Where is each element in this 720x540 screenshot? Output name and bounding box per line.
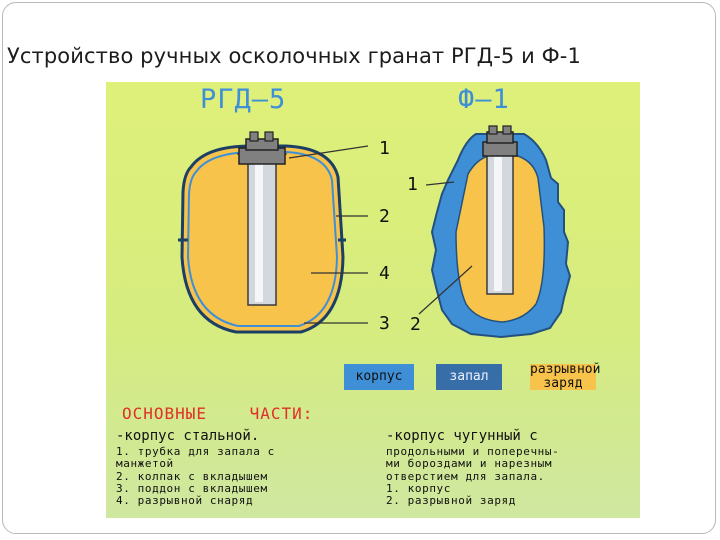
- f1-part-line: 1. корпус: [386, 481, 452, 495]
- parts-heading: ОСНОВНЫЕ ЧАСТИ:: [122, 404, 314, 423]
- legend-charge-line2: заряд: [543, 376, 583, 391]
- rgd5-header: РГД–5: [200, 84, 287, 115]
- rgd5-part-line: 4. разрывной снаряд: [116, 494, 254, 508]
- f1-part-line: 2. разрывной заряд: [386, 494, 517, 508]
- slide-title: Устройство ручных осколочных гранат РГД-…: [7, 44, 581, 68]
- f1-part-line: ми бороздами и нарезным: [386, 457, 553, 471]
- rgd5-label-4: 4: [379, 263, 390, 284]
- f1-fuse-head: [482, 141, 518, 157]
- rgd5-part-line: 1. трубка для запала с: [116, 445, 275, 458]
- f1-header: Ф–1: [458, 84, 510, 115]
- f1-part-line: продольными и поперечны-: [386, 445, 560, 458]
- rgd5-parts: -корпус стальной. 1. трубка для запала с…: [116, 428, 275, 507]
- f1-label-2: 2: [410, 314, 421, 335]
- f1-body-heading: -корпус чугунный с: [386, 428, 538, 444]
- rgd5-part-line: манжетой: [116, 457, 174, 471]
- rgd5-label-1: 1: [379, 138, 390, 159]
- f1-part-line: отверстием для запала.: [386, 469, 545, 483]
- legend-charge: разрывной заряд: [530, 362, 601, 391]
- legend-fuse: запал: [436, 364, 502, 390]
- rgd5-body-heading: -корпус стальной.: [116, 428, 260, 444]
- grenade-diagram: РГД–5 Ф–1 1 2 4 3 1 2 корпус запал разры…: [106, 82, 640, 407]
- f1-grenade: [418, 125, 572, 339]
- rgd5-label-3: 3: [379, 313, 390, 334]
- legend-body: корпус: [344, 364, 414, 390]
- legend-charge-line1: разрывной: [530, 362, 601, 377]
- rgd5-part-line: 2. колпак с вкладышем: [116, 469, 268, 483]
- rgd5-grenade: [178, 131, 369, 334]
- rgd5-label-2: 2: [379, 206, 390, 227]
- diagram-panel: РГД–5 Ф–1 1 2 4 3 1 2 корпус запал разры…: [106, 82, 640, 518]
- grenades-illustration: [178, 125, 572, 339]
- f1-label-1: 1: [407, 174, 418, 195]
- rgd5-part-line: 3. поддон с вкладышем: [116, 481, 268, 495]
- f1-parts: -корпус чугунный с продольными и попереч…: [386, 428, 559, 507]
